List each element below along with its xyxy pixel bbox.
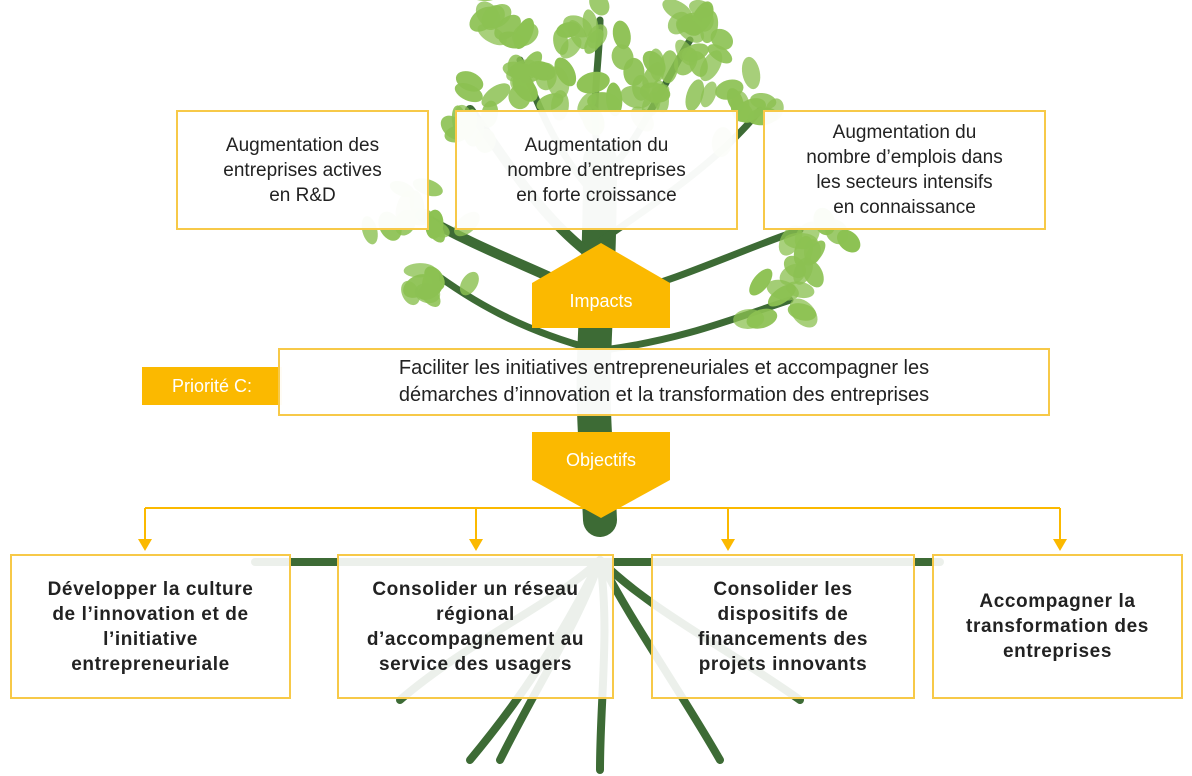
- leaf: [559, 36, 582, 59]
- leaf: [401, 280, 420, 306]
- leaf: [576, 71, 610, 94]
- leaf: [688, 51, 708, 77]
- objective-text: Consolider un réseau régional d’accompag…: [366, 578, 585, 675]
- leaf: [512, 22, 539, 47]
- leaf: [659, 50, 679, 84]
- leaf: [741, 56, 761, 90]
- connector-arrowhead: [469, 539, 483, 551]
- impact-text: Augmentation du nombre d’entreprises en …: [507, 134, 686, 206]
- leaf: [837, 229, 861, 253]
- priority-label: Priorité C:: [142, 367, 282, 405]
- leaf: [520, 63, 548, 84]
- impact-box-jobs: Augmentation du nombre d’emplois dans le…: [763, 110, 1046, 230]
- tree-branch: [600, 296, 794, 354]
- impact-text: Augmentation du nombre d’emplois dans le…: [806, 122, 1003, 218]
- leaf: [642, 62, 663, 89]
- leaf: [563, 15, 593, 38]
- leaf: [789, 298, 818, 328]
- leaf: [692, 7, 714, 32]
- leaf: [734, 98, 766, 123]
- priority-statement: Faciliter les initiatives entrepreneuria…: [278, 348, 1050, 416]
- leaf: [793, 257, 813, 285]
- leaf: [508, 85, 531, 110]
- leaf: [403, 263, 436, 278]
- impact-box-rd: Augmentation des entreprises actives en …: [176, 110, 429, 230]
- impact-text: Augmentation des entreprises actives en …: [223, 134, 382, 206]
- priority-text: Faciliter les initiatives entrepreneuria…: [398, 357, 930, 406]
- objective-box-culture: Développer la culture de l’innovation et…: [10, 554, 291, 699]
- impact-box-growth: Augmentation du nombre d’entreprises en …: [455, 110, 738, 230]
- objectives-label: Objectifs: [565, 449, 637, 470]
- leaf: [749, 268, 773, 296]
- objectives-arrow-down: [532, 432, 670, 518]
- objective-box-transformation: Accompagner la transformation des entrep…: [932, 554, 1183, 699]
- objective-text: Consolider les dispositifs de financemen…: [697, 578, 869, 675]
- leaf: [685, 79, 705, 112]
- leaf: [481, 5, 505, 31]
- leaf: [425, 217, 445, 243]
- leaf: [707, 44, 733, 64]
- connector-arrowhead: [721, 539, 735, 551]
- leaf: [662, 0, 693, 22]
- leaf: [700, 81, 717, 108]
- leaf: [414, 283, 441, 304]
- leaf: [454, 83, 483, 103]
- leaf: [546, 66, 570, 99]
- leaf: [589, 0, 610, 16]
- leaf: [584, 29, 604, 54]
- leaf: [710, 28, 734, 50]
- leaf: [612, 20, 631, 50]
- connector-arrowhead: [138, 539, 152, 551]
- leaf: [459, 271, 479, 296]
- impacts-label: Impacts: [569, 290, 633, 311]
- leaf: [536, 93, 564, 112]
- objective-text: Développer la culture de l’innovation et…: [47, 578, 254, 675]
- leaf: [733, 309, 765, 329]
- connector-arrowhead: [1053, 539, 1067, 551]
- objective-box-financing: Consolider les dispositifs de financemen…: [651, 554, 915, 699]
- impacts-arrow-up: [532, 243, 670, 328]
- objective-box-network: Consolider un réseau régional d’accompag…: [337, 554, 614, 699]
- leaf: [767, 284, 796, 307]
- leaf: [639, 82, 671, 103]
- tree-branch: [426, 266, 600, 354]
- objective-text: Accompagner la transformation des entrep…: [966, 591, 1149, 662]
- leaf: [606, 82, 623, 117]
